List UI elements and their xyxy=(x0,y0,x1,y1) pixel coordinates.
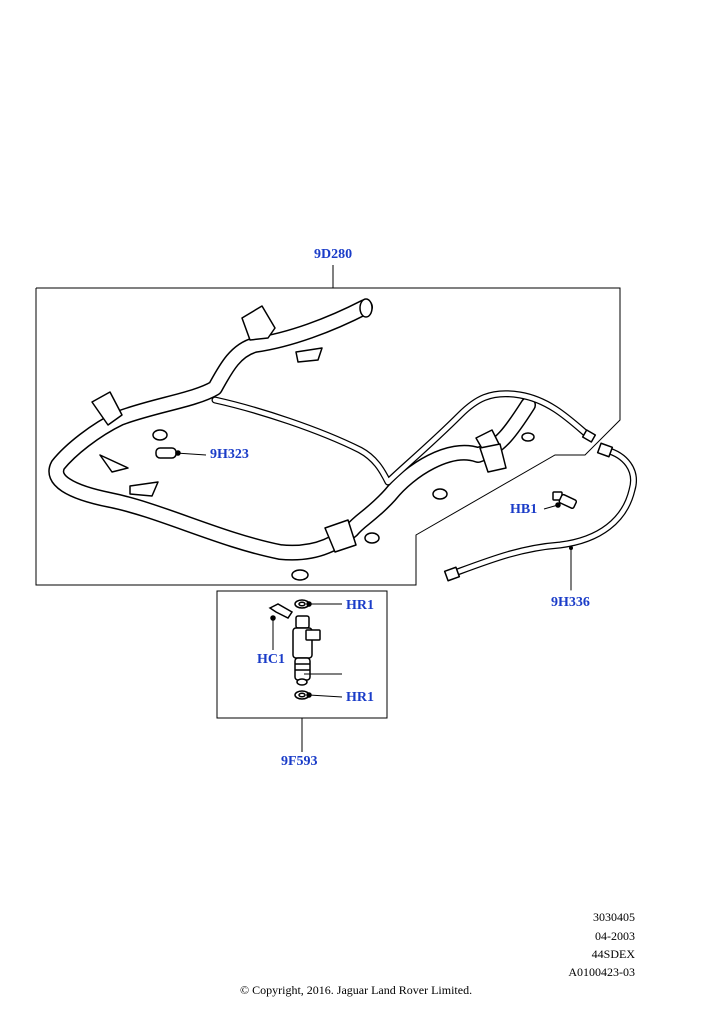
injector-drawing xyxy=(268,599,343,700)
callout-bolt[interactable]: HB1 xyxy=(510,502,538,517)
callout-fuel-rail[interactable]: 9D280 xyxy=(314,247,353,262)
fuel-rail-group-frame xyxy=(35,265,621,586)
injector-cups xyxy=(152,429,535,581)
bolt-part xyxy=(543,491,578,510)
rail-brackets xyxy=(91,305,507,553)
callout-seal-top[interactable]: HR1 xyxy=(346,598,374,613)
copyright-notice: © Copyright, 2016. Jaguar Land Rover Lim… xyxy=(240,983,473,997)
callout-clip[interactable]: HC1 xyxy=(257,652,285,667)
meta-line-1: 3030405 xyxy=(593,910,635,924)
callout-hose[interactable]: 9H336 xyxy=(551,595,590,610)
callout-injector-kit[interactable]: 9F593 xyxy=(281,754,318,769)
callout-plug[interactable]: 9H323 xyxy=(210,447,249,462)
meta-line-2: 04-2003 xyxy=(595,929,635,943)
injector-kit-frame xyxy=(216,590,388,752)
plug-part xyxy=(155,447,207,459)
fuel-rail-drawing xyxy=(48,298,597,561)
hose-part xyxy=(443,442,637,591)
callout-seal-bottom[interactable]: HR1 xyxy=(346,690,374,705)
meta-line-3: 44SDEX xyxy=(591,947,635,961)
meta-line-4: A0100423-03 xyxy=(568,965,635,979)
